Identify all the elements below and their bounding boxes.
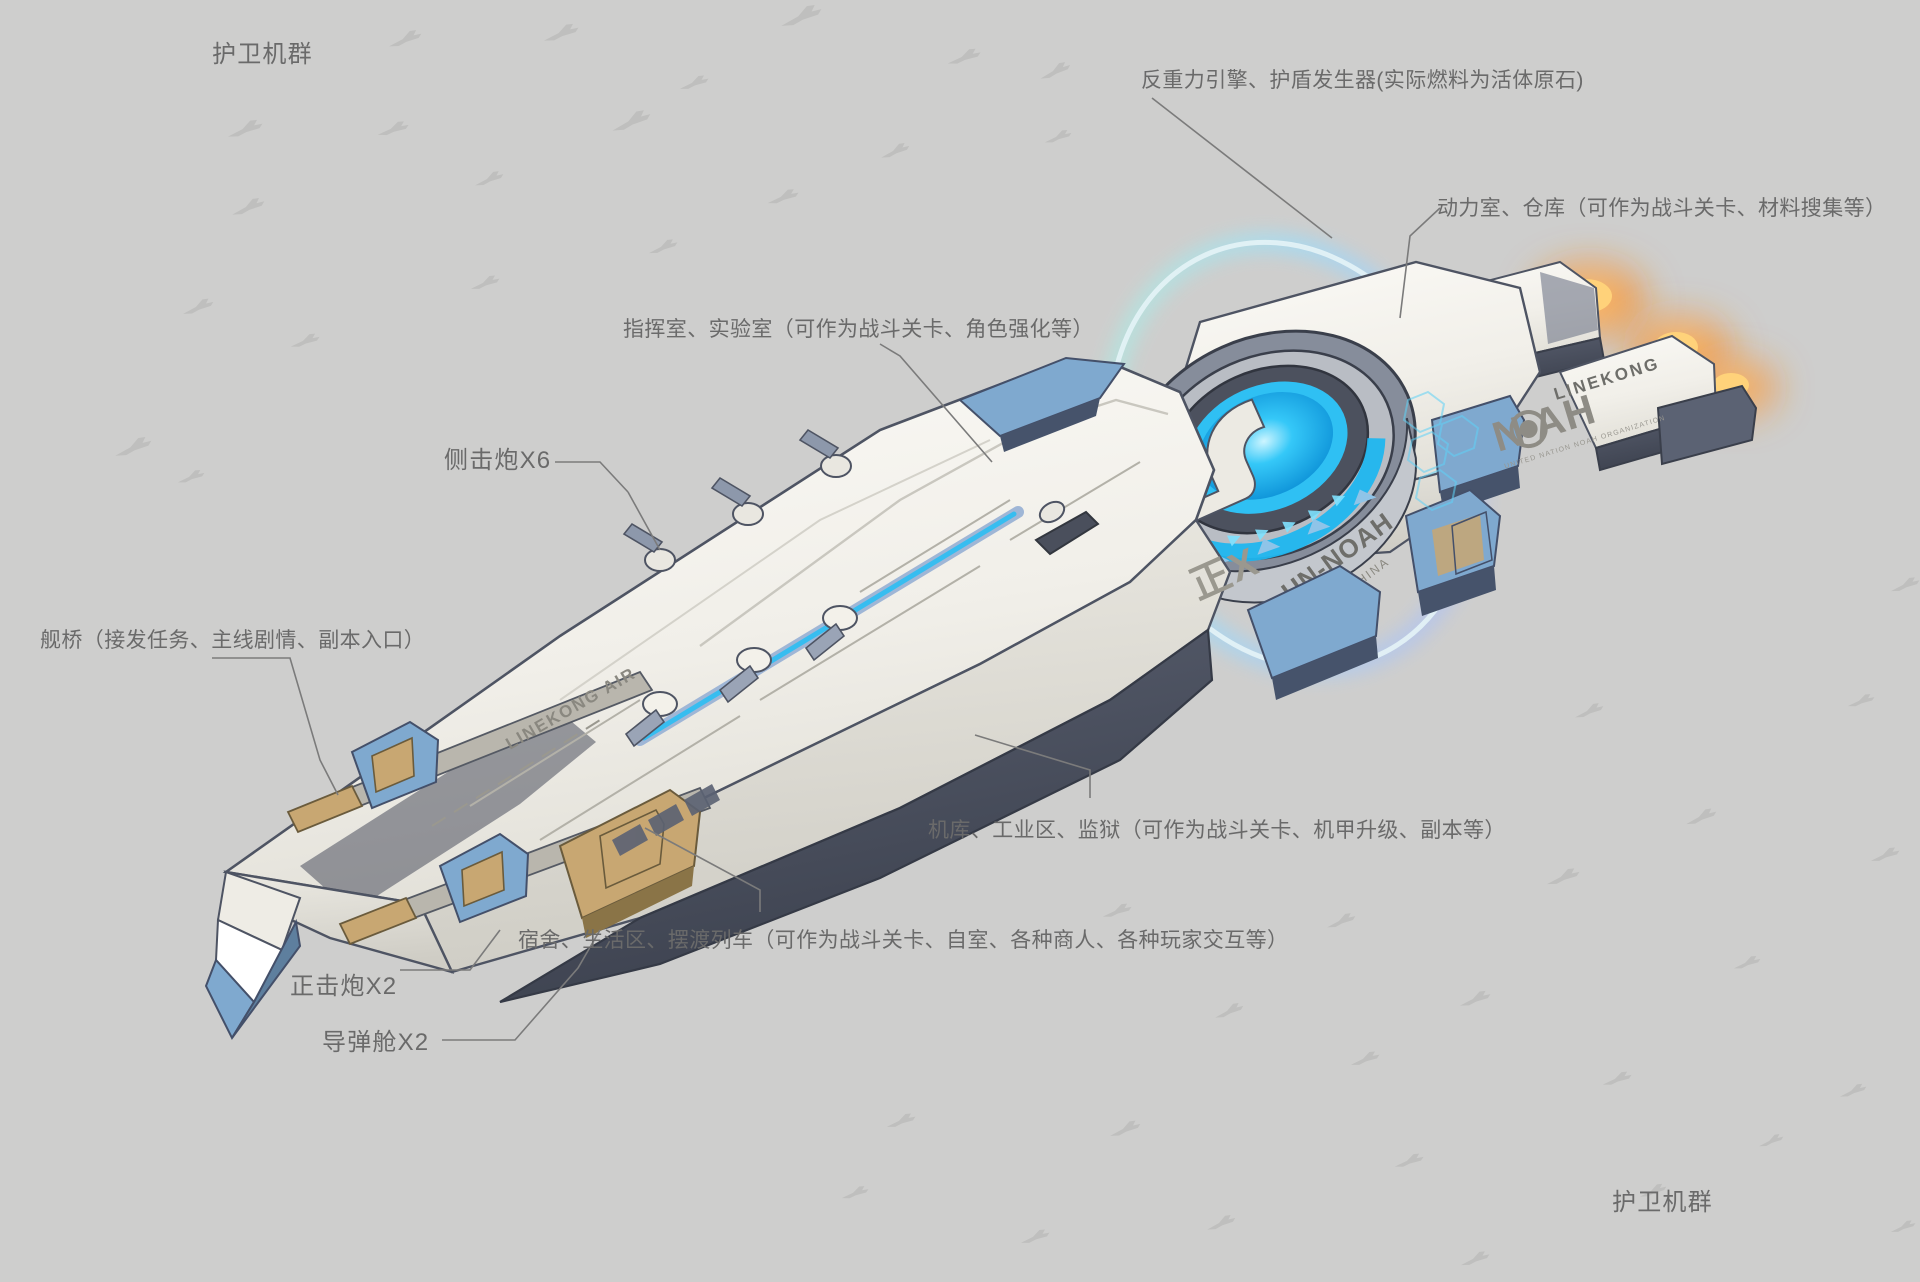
label-antigrav-engine: 反重力引擎、护盾发生器(实际燃料为活体原石) bbox=[1141, 69, 1584, 92]
label-escort-top: 护卫机群 bbox=[212, 41, 313, 68]
label-front-cannon: 正击炮X2 bbox=[290, 973, 398, 1000]
leader-sidecannon-a bbox=[555, 461, 629, 493]
label-escort-bottom: 护卫机群 bbox=[1612, 1189, 1713, 1216]
leader-power bbox=[1399, 207, 1441, 319]
label-missile-bay: 导弹舱X2 bbox=[322, 1029, 430, 1056]
leader-sidecannon-b bbox=[627, 491, 661, 551]
label-command-lab: 指挥室、实验室（可作为战斗关卡、角色强化等） bbox=[623, 318, 1094, 341]
label-power-warehouse: 动力室、仓库（可作为战斗关卡、材料搜集等） bbox=[1437, 197, 1887, 220]
label-bridge: 舰桥（接发任务、主线剧情、副本入口） bbox=[40, 629, 426, 652]
leader-frontcannon bbox=[400, 929, 501, 971]
leader-hangar bbox=[974, 734, 1091, 798]
leader-dorm bbox=[644, 827, 761, 912]
leader-command bbox=[879, 343, 993, 463]
leader-bridge bbox=[212, 657, 339, 796]
label-dorm-living: 宿舍、生活区、摆渡列车（可作为战斗关卡、自室、各种商人、各种玩家交互等） bbox=[518, 929, 1289, 952]
leader-antigrav bbox=[1151, 97, 1333, 239]
label-hangar-industry: 机库、工业区、监狱（可作为战斗关卡、机甲升级、副本等） bbox=[928, 819, 1506, 842]
label-side-cannon: 侧击炮X6 bbox=[444, 447, 552, 474]
leader-missile bbox=[442, 929, 601, 1041]
